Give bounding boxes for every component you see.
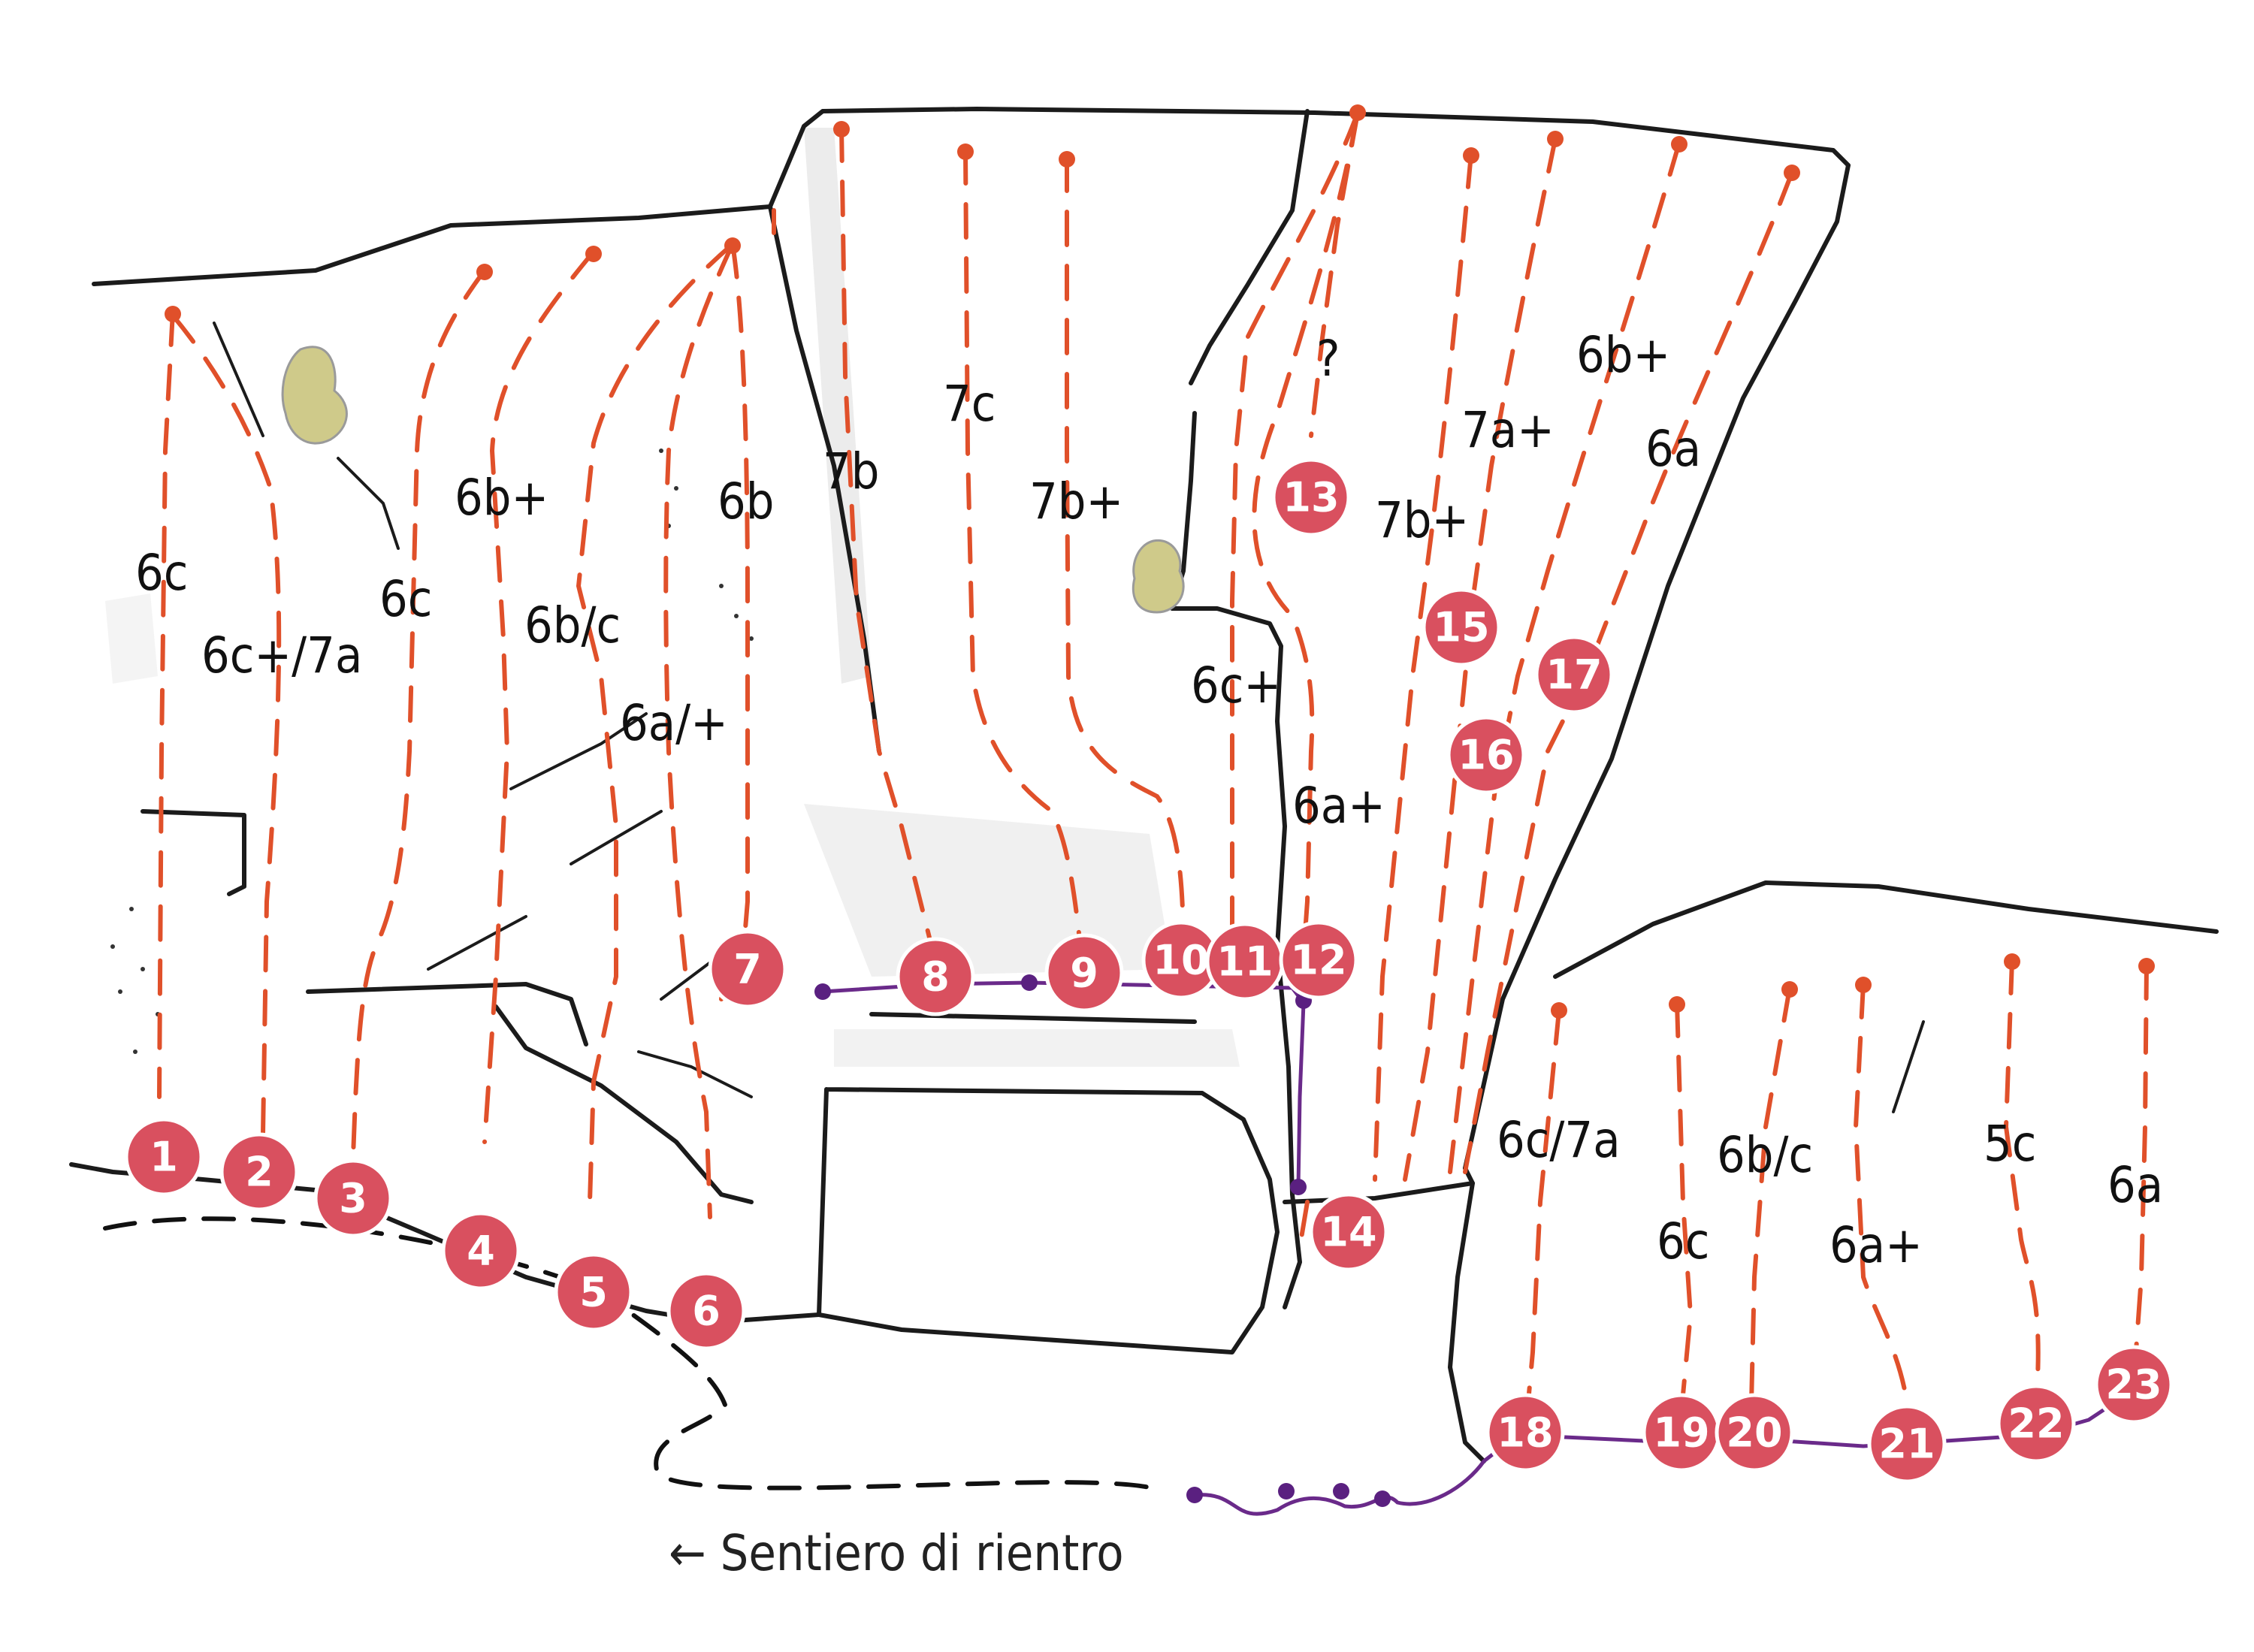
grade-label-22: 5c [1984, 1115, 2036, 1173]
moss-patch [1132, 539, 1185, 614]
route-badge-7[interactable]: 7 [708, 929, 787, 1009]
grade-label-7: 6b [718, 473, 774, 530]
route-badge-14[interactable]: 14 [1309, 1192, 1388, 1272]
grade-label-13: ? [1316, 330, 1340, 388]
route-badge-16[interactable]: 16 [1446, 715, 1526, 795]
svg-text:20: 20 [1726, 1409, 1782, 1457]
svg-text:1: 1 [150, 1134, 178, 1181]
grade-label-15: 7a+ [1461, 401, 1555, 459]
grade-label-6: 6a/+ [620, 694, 728, 752]
grade-label-19: 6c [1657, 1213, 1709, 1270]
svg-text:12: 12 [1290, 937, 1346, 984]
grade-label-4: 6b+ [455, 469, 548, 527]
grade-label-3: 6c [379, 570, 432, 628]
route-badge-3[interactable]: 3 [313, 1158, 393, 1238]
route-badge-12[interactable]: 12 [1279, 920, 1358, 1000]
route-badge-1[interactable]: 1 [124, 1117, 204, 1197]
grade-labels: 6c 6c+/7a 6c 6b+ 6b/c 6a/+ 6b 7b 7c 7b+ … [135, 326, 2163, 1274]
grade-label-11: 6c+ [1191, 657, 1281, 714]
svg-text:4: 4 [467, 1228, 495, 1275]
grade-label-21: 6a+ [1829, 1216, 1923, 1274]
route-badge-4[interactable]: 4 [441, 1211, 521, 1291]
svg-text:5: 5 [579, 1269, 608, 1316]
svg-text:2: 2 [245, 1149, 273, 1196]
grade-label-23: 6a [2107, 1156, 2163, 1214]
grade-label-18: 6c/7a [1497, 1111, 1621, 1169]
descent-trail [103, 1216, 1163, 1493]
svg-text:21: 21 [1878, 1421, 1935, 1468]
route-badge-22[interactable]: 22 [1996, 1384, 2076, 1463]
svg-text:10: 10 [1153, 937, 1209, 984]
route-badge-15[interactable]: 15 [1422, 587, 1501, 667]
grade-label-17: 6a [1645, 420, 1701, 478]
rock-cracks [213, 322, 1925, 1113]
grade-label-14: 7b+ [1375, 491, 1469, 549]
grade-label-1: 6c [135, 544, 188, 602]
svg-text:7: 7 [733, 946, 762, 993]
svg-text:8: 8 [921, 953, 950, 1001]
grade-label-5: 6b/c [524, 596, 621, 654]
grade-label-16: 6b+ [1576, 326, 1670, 384]
route-lines [157, 110, 2149, 1437]
grade-label-10: 7b+ [1029, 473, 1123, 530]
grade-label-9: 7c [943, 375, 996, 433]
route-badges: 1 2 3 4 5 6 7 8 9 10 11 12 13 14 15 16 1… [124, 458, 2174, 1484]
svg-text:9: 9 [1070, 950, 1098, 997]
route-badge-10[interactable]: 10 [1141, 920, 1221, 1000]
route-badge-2[interactable]: 2 [219, 1132, 299, 1212]
svg-text:22: 22 [2008, 1400, 2064, 1448]
svg-text:14: 14 [1320, 1209, 1376, 1256]
route-badge-20[interactable]: 20 [1715, 1393, 1794, 1472]
moss-patch [281, 346, 348, 445]
svg-text:11: 11 [1216, 938, 1273, 986]
svg-text:17: 17 [1545, 651, 1602, 699]
route-badge-6[interactable]: 6 [666, 1271, 746, 1351]
svg-text:19: 19 [1653, 1409, 1709, 1457]
svg-text:6: 6 [692, 1288, 721, 1335]
rock-texture-dots [110, 448, 754, 1054]
route-badge-8[interactable]: 8 [896, 937, 975, 1016]
route-badge-11[interactable]: 11 [1205, 922, 1285, 1001]
route-anchors [165, 104, 2155, 1019]
route-badge-13[interactable]: 13 [1271, 458, 1351, 537]
grade-label-20: 6b/c [1717, 1126, 1813, 1184]
descent-trail-label: ← Sentiero di rientro [669, 1524, 1124, 1582]
route-badge-18[interactable]: 18 [1485, 1393, 1565, 1472]
svg-text:15: 15 [1433, 604, 1489, 651]
route-badge-21[interactable]: 21 [1867, 1404, 1947, 1484]
svg-text:16: 16 [1458, 732, 1514, 779]
svg-text:18: 18 [1497, 1409, 1553, 1457]
route-badge-19[interactable]: 19 [1642, 1393, 1721, 1472]
svg-text:3: 3 [339, 1175, 367, 1222]
route-badge-23[interactable]: 23 [2094, 1345, 2174, 1424]
route-badge-17[interactable]: 17 [1534, 635, 1614, 714]
svg-text:13: 13 [1283, 474, 1339, 521]
route-badge-5[interactable]: 5 [554, 1252, 633, 1332]
grade-label-8: 7b [823, 442, 879, 500]
grade-label-2: 6c+/7a [201, 627, 362, 684]
grade-label-12: 6a+ [1292, 777, 1385, 835]
route-badge-9[interactable]: 9 [1044, 933, 1124, 1013]
svg-text:23: 23 [2105, 1361, 2162, 1409]
